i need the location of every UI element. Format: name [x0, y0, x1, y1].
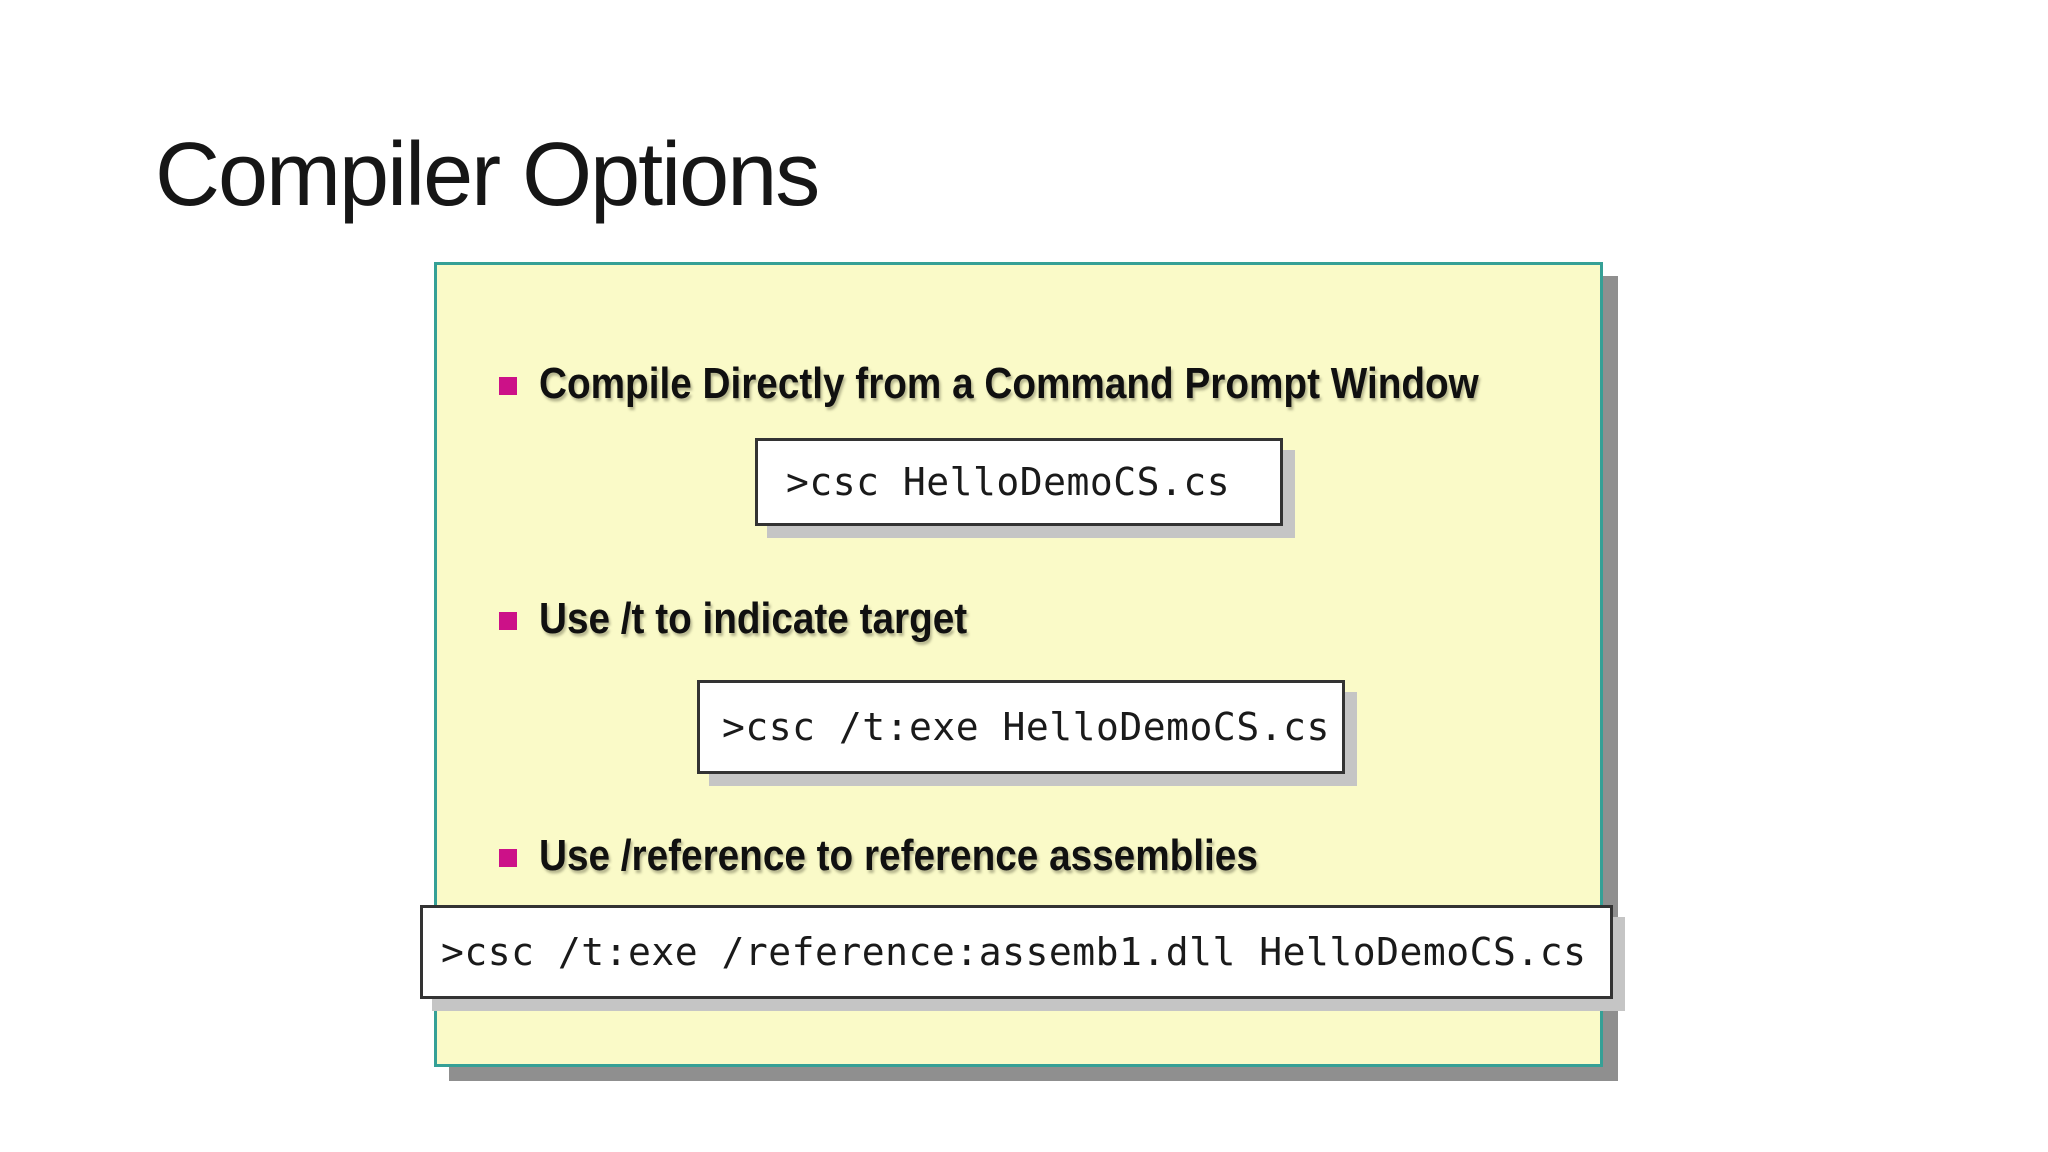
bullet-square-icon: [499, 612, 517, 630]
code-box-csc-reference: >csc /t:exe /reference:assemb1.dll Hello…: [420, 905, 1613, 999]
bullet-label: Use /reference to reference assemblies: [539, 831, 1258, 880]
bullet-label: Use /t to indicate target: [539, 594, 968, 643]
bullet-square-icon: [499, 849, 517, 867]
bullet-item-use-t-target: Use /t to indicate target: [499, 597, 1026, 641]
code-text: >csc /t:exe HelloDemoCS.cs: [722, 705, 1330, 749]
bullet-item-use-reference: Use /reference to reference assemblies: [499, 834, 1356, 878]
bullet-label: Compile Directly from a Command Prompt W…: [539, 359, 1479, 408]
slide-title: Compiler Options: [155, 125, 820, 225]
code-text: >csc HelloDemoCS.cs: [786, 460, 1231, 504]
code-box-csc: >csc HelloDemoCS.cs: [755, 438, 1283, 526]
code-box-csc-t-exe: >csc /t:exe HelloDemoCS.cs: [697, 680, 1345, 774]
bullet-item-compile-directly: Compile Directly from a Command Prompt W…: [499, 362, 1607, 406]
code-text: >csc /t:exe /reference:assemb1.dll Hello…: [441, 930, 1587, 974]
bullet-square-icon: [499, 377, 517, 395]
